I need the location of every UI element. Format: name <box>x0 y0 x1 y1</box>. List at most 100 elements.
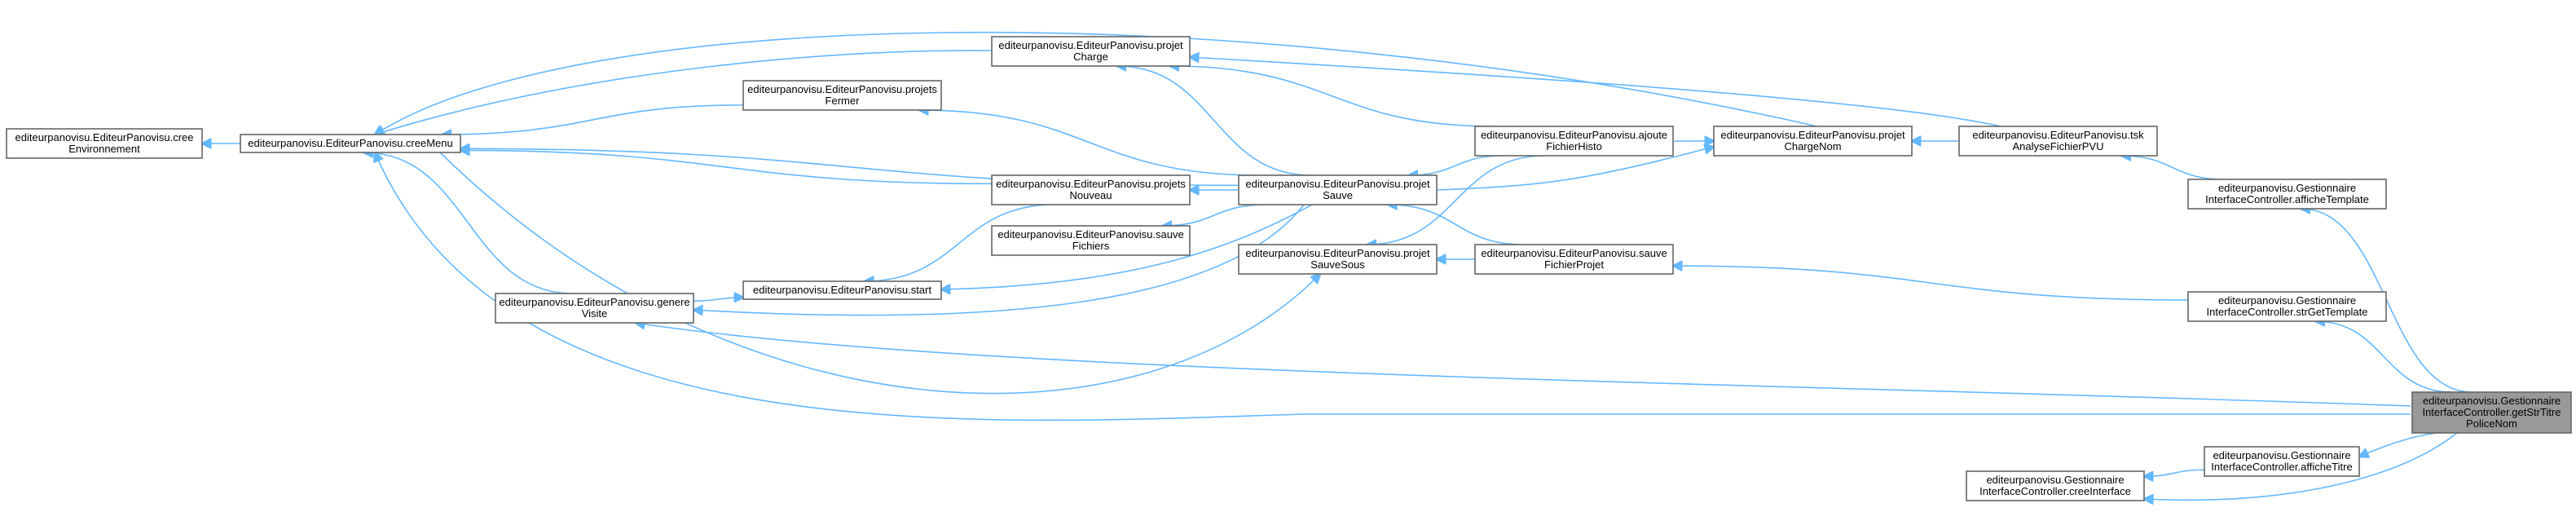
node-label-line: editeurpanovisu.EditeurPanovisu.tsk <box>1972 129 2144 141</box>
node-label-line: editeurpanovisu.Gestionnaire <box>2213 449 2350 461</box>
node-box[interactable] <box>1966 470 2145 501</box>
edge-projetSauveSous-to-ajouteFichierHisto <box>1367 155 1545 245</box>
node-label-line: editeurpanovisu.Gestionnaire <box>2218 294 2356 307</box>
node-afficheTemplate[interactable]: editeurpanovisu.GestionnaireInterfaceCon… <box>2187 179 2387 210</box>
node-label-line: InterfaceController.getStrTitre <box>2422 406 2561 418</box>
node-label-line: editeurpanovisu.EditeurPanovisu.start <box>753 284 931 296</box>
node-strGetTemplate[interactable]: editeurpanovisu.GestionnaireInterfaceCon… <box>2187 291 2387 322</box>
node-label-line: editeurpanovisu.EditeurPanovisu.projets <box>747 83 937 95</box>
node-label-line: InterfaceController.strGetTemplate <box>2207 306 2368 318</box>
node-box[interactable] <box>1474 244 1674 275</box>
edge-start-to-projetsNouveau <box>865 204 1055 281</box>
node-box[interactable] <box>1713 126 1913 157</box>
edge-afficheTitre-to-getStrTitre <box>2359 432 2437 457</box>
edge-projetSauve-to-sauveFichierProjet <box>1388 205 1525 245</box>
edge-creeMenu-to-projetCharge <box>375 50 993 135</box>
node-label-line: FichierProjet <box>1544 258 1604 271</box>
node-box[interactable] <box>1238 244 1438 275</box>
edge-start-to-genereVisite <box>693 298 743 301</box>
node-label-line: Fichiers <box>1072 240 1110 252</box>
node-afficheTitre[interactable]: editeurpanovisu.GestionnaireInterfaceCon… <box>2204 446 2360 477</box>
node-projetSauve[interactable]: editeurpanovisu.EditeurPanovisu.projetSa… <box>1238 174 1438 205</box>
node-box[interactable] <box>742 80 942 111</box>
node-box[interactable] <box>991 174 1191 205</box>
node-label-line: ChargeNom <box>1784 140 1841 152</box>
node-sauveFichiers[interactable]: editeurpanovisu.EditeurPanovisu.sauveFic… <box>991 225 1191 256</box>
edge-projetSauve-to-ajouteFichierHisto <box>1409 155 1504 175</box>
edge-sauveFichierProjet-to-strGetTemplate <box>1673 266 2189 301</box>
node-box[interactable] <box>2187 179 2387 210</box>
node-box[interactable] <box>991 36 1191 67</box>
node-box[interactable] <box>495 293 694 324</box>
edge-projetChargeNom-to-projetSauve <box>1436 147 1714 191</box>
node-ajouteFichierHisto[interactable]: editeurpanovisu.EditeurPanovisu.ajouteFi… <box>1474 126 1674 157</box>
edge-projetCharge-to-tskAnalyse <box>1190 57 2001 127</box>
node-getStrTitre[interactable]: editeurpanovisu.GestionnaireInterfaceCon… <box>2411 391 2572 434</box>
node-label-line: AnalyseFichierPVU <box>2013 140 2104 152</box>
node-box[interactable] <box>2411 391 2572 434</box>
node-projetsNouveau[interactable]: editeurpanovisu.EditeurPanovisu.projetsN… <box>991 174 1191 205</box>
node-label-line: editeurpanovisu.Gestionnaire <box>2218 182 2356 194</box>
node-box[interactable] <box>1474 126 1674 157</box>
node-label-line: PoliceNom <box>2466 417 2517 430</box>
node-label-line: Sauve <box>1323 189 1353 201</box>
node-label-line: Visite <box>582 307 608 320</box>
edge-projetSauveSous-to-genereVisite <box>439 152 1320 395</box>
node-projetChargeNom[interactable]: editeurpanovisu.EditeurPanovisu.projetCh… <box>1713 126 1913 157</box>
node-projetsFermer[interactable]: editeurpanovisu.EditeurPanovisu.projetsF… <box>742 80 942 111</box>
edge-projetCharge-to-projetSauve <box>1117 66 1312 176</box>
node-label-line: editeurpanovisu.EditeurPanovisu.projet <box>1720 129 1905 141</box>
node-box[interactable] <box>2204 446 2360 477</box>
edge-creeMenu-to-genereVisite <box>363 152 573 294</box>
node-label-line: editeurpanovisu.EditeurPanovisu.genere <box>499 296 689 308</box>
node-label-line: editeurpanovisu.EditeurPanovisu.projet <box>1245 247 1430 259</box>
node-label-line: Nouveau <box>1069 189 1112 201</box>
node-creeInterface[interactable]: editeurpanovisu.GestionnaireInterfaceCon… <box>1966 470 2145 501</box>
node-tskAnalyse[interactable]: editeurpanovisu.EditeurPanovisu.tskAnaly… <box>1958 126 2158 157</box>
node-start[interactable]: editeurpanovisu.EditeurPanovisu.start <box>742 280 942 300</box>
edge-strGetTemplate-to-getStrTitre <box>2315 321 2453 393</box>
edge-creeMenu-to-projetsFermer <box>443 104 744 135</box>
node-box[interactable] <box>6 128 203 159</box>
node-label-line: InterfaceController.afficheTemplate <box>2205 193 2369 205</box>
node-label-line: editeurpanovisu.EditeurPanovisu.projet <box>1245 178 1430 190</box>
node-label-line: InterfaceController.afficheTitre <box>2211 461 2352 473</box>
edge-sauveFichiers-to-projetSauve <box>1162 204 1266 226</box>
node-box[interactable] <box>742 280 942 300</box>
node-box[interactable] <box>1238 174 1438 205</box>
edge-creeInterface-to-afficheTitre <box>2144 469 2205 476</box>
node-sauveFichierProjet[interactable]: editeurpanovisu.EditeurPanovisu.sauveFic… <box>1474 244 1674 275</box>
node-projetSauveSous[interactable]: editeurpanovisu.EditeurPanovisu.projetSa… <box>1238 244 1438 275</box>
edge-creeMenu-to-getStrTitre <box>375 152 2411 422</box>
nodes-layer: editeurpanovisu.EditeurPanovisu.creeEnvi… <box>6 36 2572 501</box>
edge-creeMenu-to-projetChargeNom <box>375 32 1818 135</box>
node-projetCharge[interactable]: editeurpanovisu.EditeurPanovisu.projetCh… <box>991 36 1191 67</box>
edge-tskAnalyse-to-afficheTemplate <box>2121 156 2224 180</box>
node-label-line: FichierHisto <box>1546 140 1602 152</box>
node-creeEnv[interactable]: editeurpanovisu.EditeurPanovisu.creeEnvi… <box>6 128 203 159</box>
edge-projetCharge-to-ajouteFichierHisto <box>1170 66 1495 127</box>
edge-genereVisite-to-getStrTitre <box>636 323 2411 407</box>
node-label-line: Charge <box>1073 51 1108 63</box>
node-label-line: InterfaceController.creeInterface <box>1979 485 2131 497</box>
node-creeMenu[interactable]: editeurpanovisu.EditeurPanovisu.creeMenu <box>240 134 461 153</box>
node-box[interactable] <box>1958 126 2158 157</box>
edge-creeMenu-to-projetsNouveau <box>460 150 993 185</box>
edge-start-to-projetSauve <box>941 204 1313 289</box>
node-label-line: Fermer <box>826 95 861 107</box>
edge-creeInterface-to-getStrTitre <box>2144 432 2458 500</box>
node-label-line: editeurpanovisu.EditeurPanovisu.sauve <box>1481 247 1667 259</box>
node-genereVisite[interactable]: editeurpanovisu.EditeurPanovisu.genereVi… <box>495 293 694 324</box>
node-box[interactable] <box>2187 291 2387 322</box>
node-label-line: editeurpanovisu.EditeurPanovisu.projet <box>998 39 1183 51</box>
node-label-line: editeurpanovisu.EditeurPanovisu.sauve <box>997 228 1183 241</box>
edge-projetsFermer-to-projetSauve <box>919 110 1262 176</box>
node-label-line: editeurpanovisu.EditeurPanovisu.cree <box>15 131 194 143</box>
node-label-line: editeurpanovisu.Gestionnaire <box>2423 395 2561 407</box>
node-box[interactable] <box>240 134 461 153</box>
node-box[interactable] <box>991 225 1191 256</box>
node-label-line: editeurpanovisu.EditeurPanovisu.ajoute <box>1481 129 1667 141</box>
node-label-line: editeurpanovisu.Gestionnaire <box>1986 474 2124 486</box>
node-label-line: editeurpanovisu.EditeurPanovisu.creeMenu <box>248 137 453 149</box>
